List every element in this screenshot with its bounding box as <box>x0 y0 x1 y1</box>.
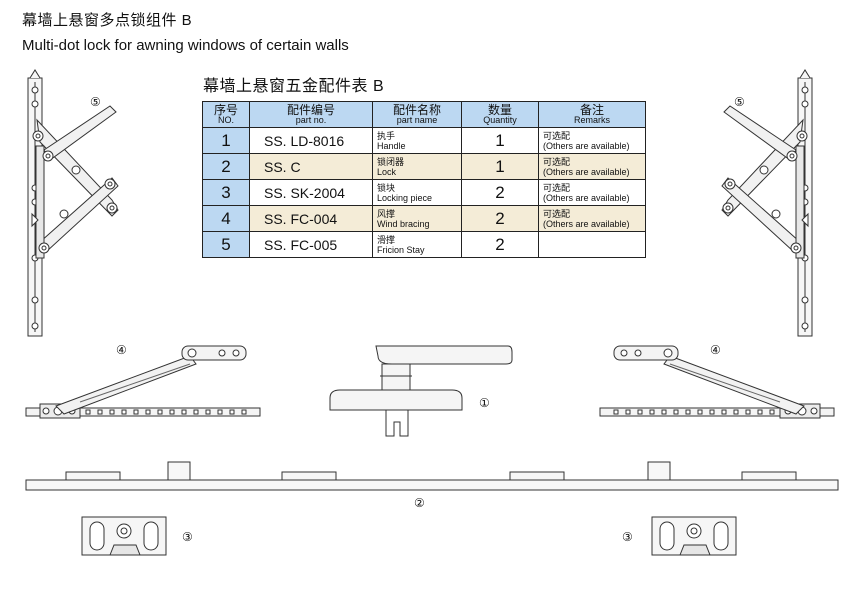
row-qty: 2 <box>461 231 539 258</box>
lock-rail-drawing <box>25 461 839 491</box>
friction-stay-right-drawing <box>721 69 813 337</box>
friction-stay-left-drawing <box>27 69 119 337</box>
row-remarks: 可选配(Others are available) <box>538 153 646 180</box>
row-part: SS. FC-005 <box>249 231 373 258</box>
callout-2: ② <box>414 496 425 510</box>
callout-4-right: ④ <box>710 343 721 357</box>
callout-3-left: ③ <box>182 530 193 544</box>
table-title: 幕墙上悬窗五金配件表 B <box>203 78 385 95</box>
callout-1: ① <box>479 396 490 410</box>
row-remarks: 可选配(Others are available) <box>538 127 646 154</box>
row-remarks: 可选配(Others are available) <box>538 205 646 232</box>
row-qty: 2 <box>461 179 539 206</box>
row-no: 1 <box>202 127 250 154</box>
row-part: SS. FC-004 <box>249 205 373 232</box>
row-qty: 2 <box>461 205 539 232</box>
handle-drawing <box>329 345 513 437</box>
title-english: Multi-dot lock for awning windows of cer… <box>22 37 349 54</box>
title-chinese: 幕墙上悬窗多点锁组件 B <box>22 12 193 29</box>
row-part: SS. SK-2004 <box>249 179 373 206</box>
row-no: 5 <box>202 231 250 258</box>
locking-piece-right-drawing <box>651 516 737 556</box>
wind-brace-left-drawing <box>25 345 261 419</box>
callout-4-left: ④ <box>116 343 127 357</box>
callout-5-right: ⑤ <box>734 95 745 109</box>
row-no: 3 <box>202 179 250 206</box>
row-remarks: 可选配(Others are available) <box>538 179 646 206</box>
callout-3-right: ③ <box>622 530 633 544</box>
row-part: SS. C <box>249 153 373 180</box>
callout-5-left: ⑤ <box>90 95 101 109</box>
row-remarks <box>538 231 646 258</box>
locking-piece-left-drawing <box>81 516 167 556</box>
